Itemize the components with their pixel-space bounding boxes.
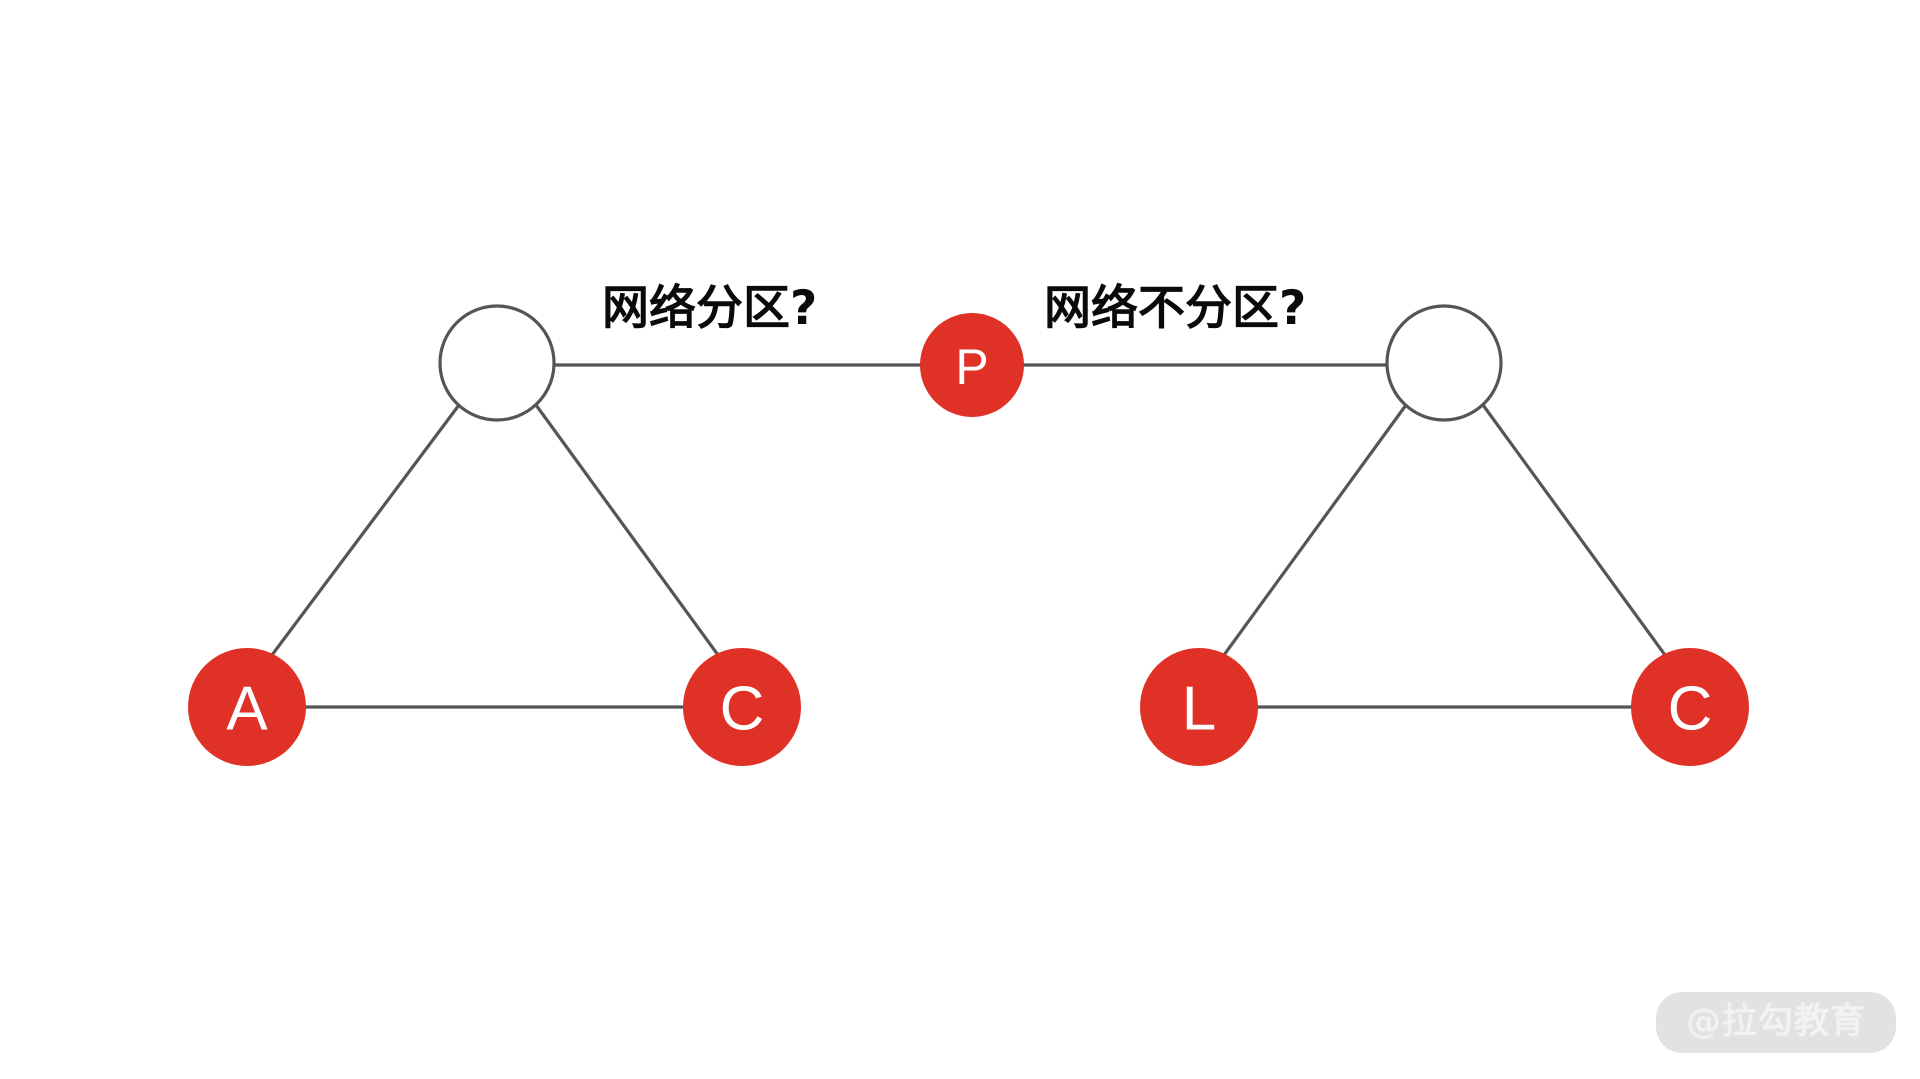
node-A-label: A [226,675,268,744]
node-P-circle[interactable] [920,313,1024,417]
node-C-right[interactable]: C [1631,648,1749,766]
node-C-right-label: C [1668,675,1713,744]
left-apex-circle[interactable] [438,304,556,422]
node-C-right-circle[interactable] [1631,648,1749,766]
node-right-apex[interactable] [1385,304,1503,422]
left-group-edges [270,403,720,709]
edge-label-network-partition: 网络分区? [602,281,818,336]
node-L[interactable]: L [1140,648,1258,766]
node-P-label: P [955,339,988,395]
edge-label-network-no-partition: 网络不分区? [1044,281,1307,336]
right-group-edges [1222,403,1667,709]
node-L-label: L [1182,675,1216,744]
node-P[interactable]: P [920,313,1024,417]
watermark-badge: @拉勾教育 [1655,992,1896,1053]
edge-right-apex-to-L [1222,403,1408,657]
node-A[interactable]: A [188,648,306,766]
edge-left-apex-to-C [534,403,720,657]
edge-right-apex-to-C [1481,403,1667,657]
edge-left-apex-to-A [270,403,461,657]
right-apex-circle[interactable] [1385,304,1503,422]
node-L-circle[interactable] [1140,648,1258,766]
node-C-left-label: C [720,675,765,744]
node-left-apex[interactable] [438,304,556,422]
node-A-circle[interactable] [188,648,306,766]
node-C-left-circle[interactable] [683,648,801,766]
node-C-left[interactable]: C [683,648,801,766]
